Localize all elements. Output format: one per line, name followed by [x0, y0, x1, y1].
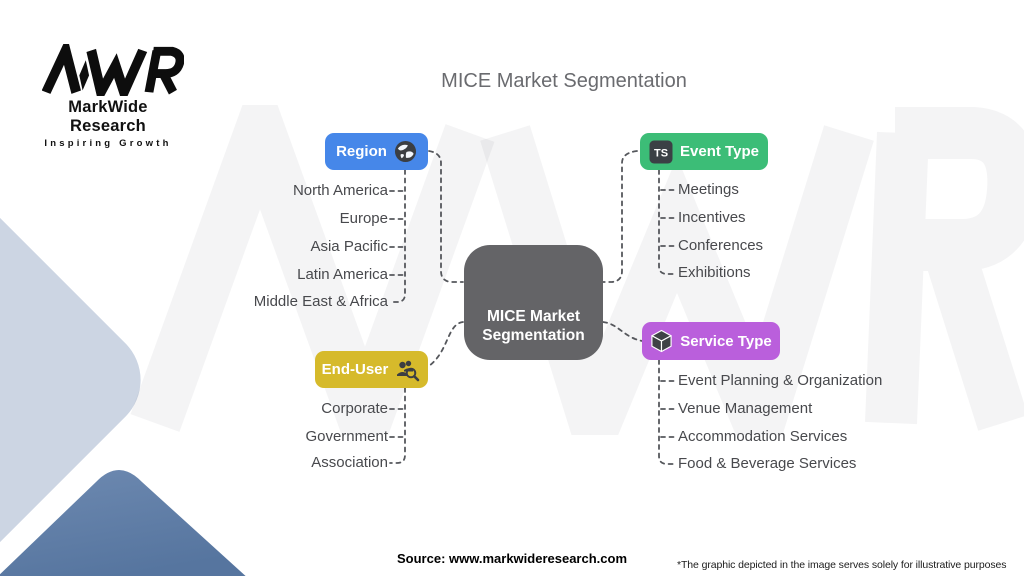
page-title: MICE Market Segmentation [441, 70, 687, 92]
leaf-item: Conferences [678, 237, 764, 254]
connector-event-trunk [658, 169, 675, 275]
connector-region-to-center [428, 150, 464, 283]
ts-badge-icon: TS [649, 140, 673, 164]
leaf-item: Exhibitions [678, 264, 751, 281]
source-text: Source: www.markwideresearch.com [397, 551, 628, 566]
leaf-item: Middle East & Africa [253, 293, 388, 310]
branch-node-region-label: Region [336, 143, 387, 160]
decor-mountain-shape [0, 470, 246, 576]
branch-node-region: Region [325, 133, 428, 170]
branch-node-service-type: Service Type [642, 322, 780, 360]
disclaimer-text: *The graphic depicted in the image serve… [677, 559, 1007, 571]
connector-event-to-center [602, 150, 638, 283]
connector-enduser-trunk [389, 387, 406, 464]
leaf-item: Government [305, 428, 388, 445]
branch-node-event-type-label: Event Type [680, 143, 759, 160]
cube-icon [650, 329, 673, 353]
leaf-item: North America [292, 182, 388, 199]
markwide-logo: MarkWide Research Inspiring Growth [28, 44, 198, 149]
branch-node-end-user: End-User [315, 351, 428, 388]
logo-tagline: Inspiring Growth [44, 138, 172, 149]
leaf-item: Event Planning & Organization [678, 372, 883, 389]
globe-icon [394, 140, 417, 163]
leaf-item: Food & Beverage Services [678, 455, 857, 472]
center-node: MICE Market Segmentation [464, 245, 603, 360]
leaf-item: Corporate [321, 400, 388, 417]
user-search-icon [395, 358, 421, 382]
leaf-item: Latin America [297, 266, 388, 283]
connector-service-trunk [658, 359, 675, 465]
connector-service-to-center [602, 321, 643, 342]
branch-node-event-type: TS Event Type [640, 133, 768, 170]
mwr-logo-mark-icon [42, 44, 184, 96]
leaf-item: Meetings [678, 181, 739, 198]
branch-node-end-user-label: End-User [321, 361, 389, 378]
leaf-item: Incentives [678, 209, 746, 226]
branch-node-service-type-label: Service Type [680, 332, 772, 350]
leaf-item: Accommodation Services [678, 428, 848, 445]
leaf-item: Asia Pacific [310, 238, 388, 255]
leaf-item: Association [311, 454, 388, 471]
logo-company-name: MarkWide Research [68, 98, 148, 135]
svg-text:TS: TS [654, 147, 668, 159]
center-node-label: MICE Market Segmentation [482, 308, 585, 344]
connector-region-trunk [389, 169, 406, 303]
leaf-item: Venue Management [678, 400, 813, 417]
connector-enduser-to-center [428, 321, 464, 367]
leaf-item: Europe [339, 210, 388, 227]
